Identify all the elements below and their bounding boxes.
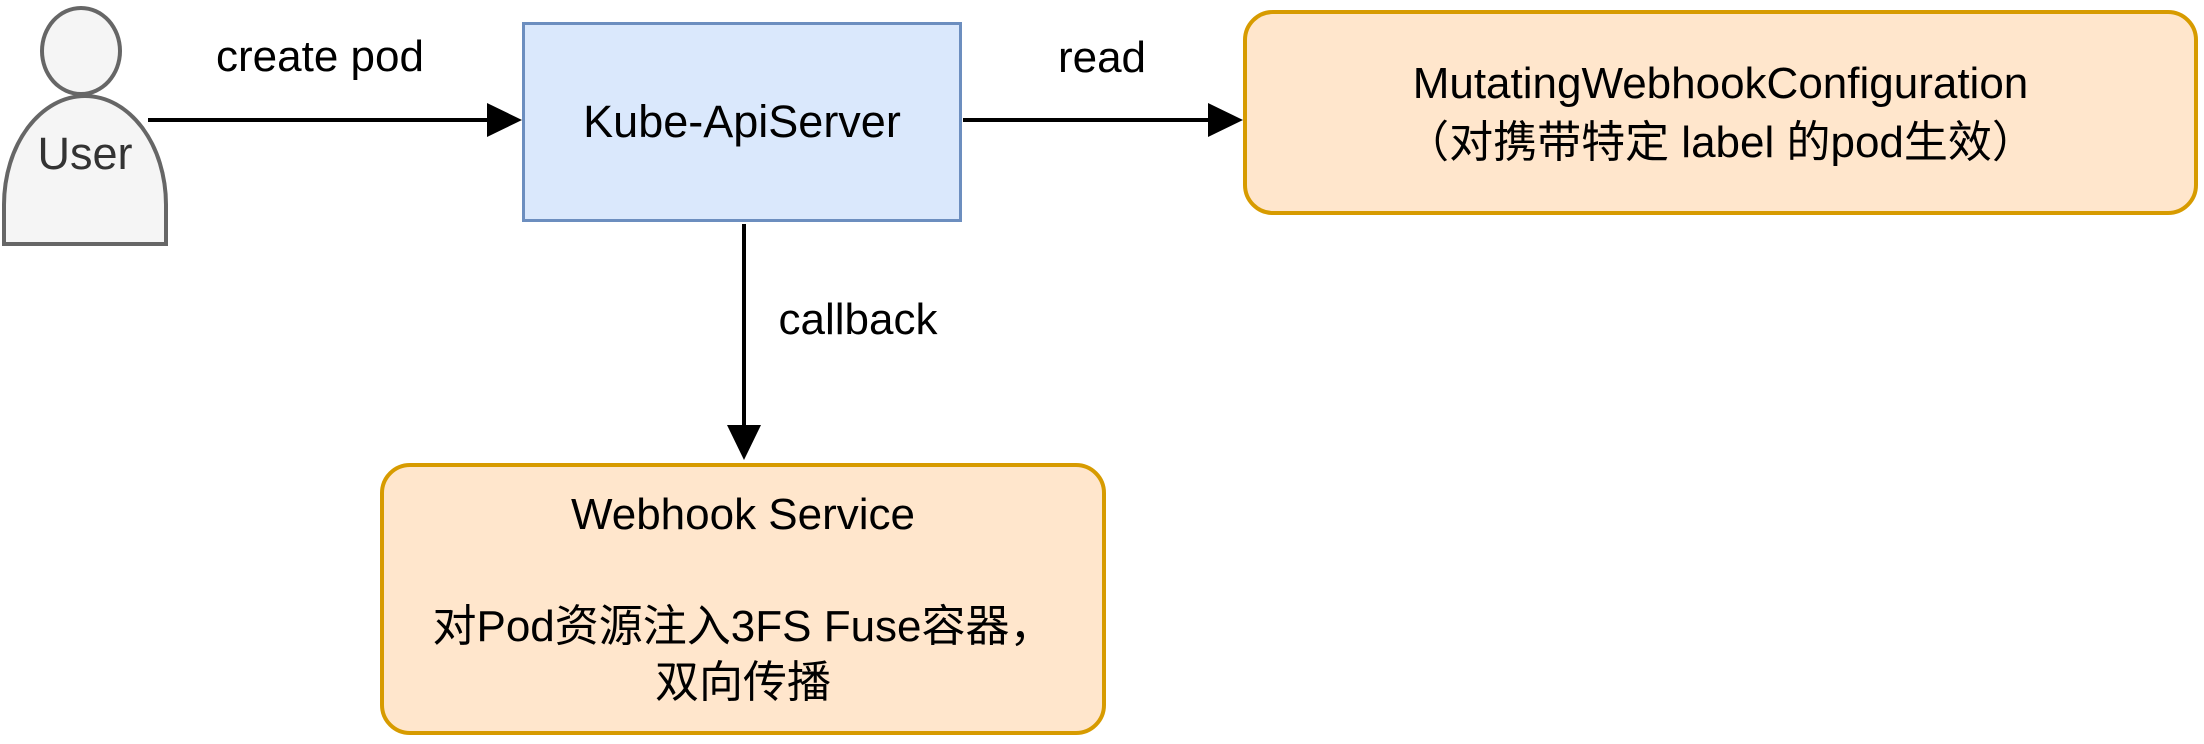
user-actor-head-icon xyxy=(40,6,122,96)
callback-edge-label: callback xyxy=(772,295,944,345)
webhook-service-title: Webhook Service xyxy=(570,490,916,539)
read-edge-label: read xyxy=(1051,33,1153,83)
webhook-service-node: Webhook Service 对Pod资源注入3FS Fuse容器， 双向传播 xyxy=(380,463,1106,735)
webhook-service-desc-line2: 双向传播 xyxy=(655,658,831,707)
create-pod-edge-label: create pod xyxy=(210,32,430,82)
read-arrow xyxy=(963,103,1243,137)
kube-apiserver-node: Kube-ApiServer xyxy=(522,22,962,222)
user-actor-body-icon: User xyxy=(2,94,168,246)
user-actor-label: User xyxy=(37,128,133,179)
callback-arrow xyxy=(727,224,761,460)
webhook-service-desc-line1: 对Pod资源注入3FS Fuse容器， xyxy=(432,602,1054,651)
user-actor: User xyxy=(0,0,180,250)
mwc-title: MutatingWebhookConfiguration xyxy=(1412,58,2029,108)
mutating-webhook-configuration-node: MutatingWebhookConfiguration （对携带特定 labe… xyxy=(1243,10,2198,215)
webhook-service-spacer xyxy=(384,543,1102,599)
kube-apiserver-label: Kube-ApiServer xyxy=(583,96,901,147)
create-pod-arrow xyxy=(148,103,522,137)
mwc-subtitle: （对携带特定 label 的pod生效） xyxy=(1405,117,2036,167)
